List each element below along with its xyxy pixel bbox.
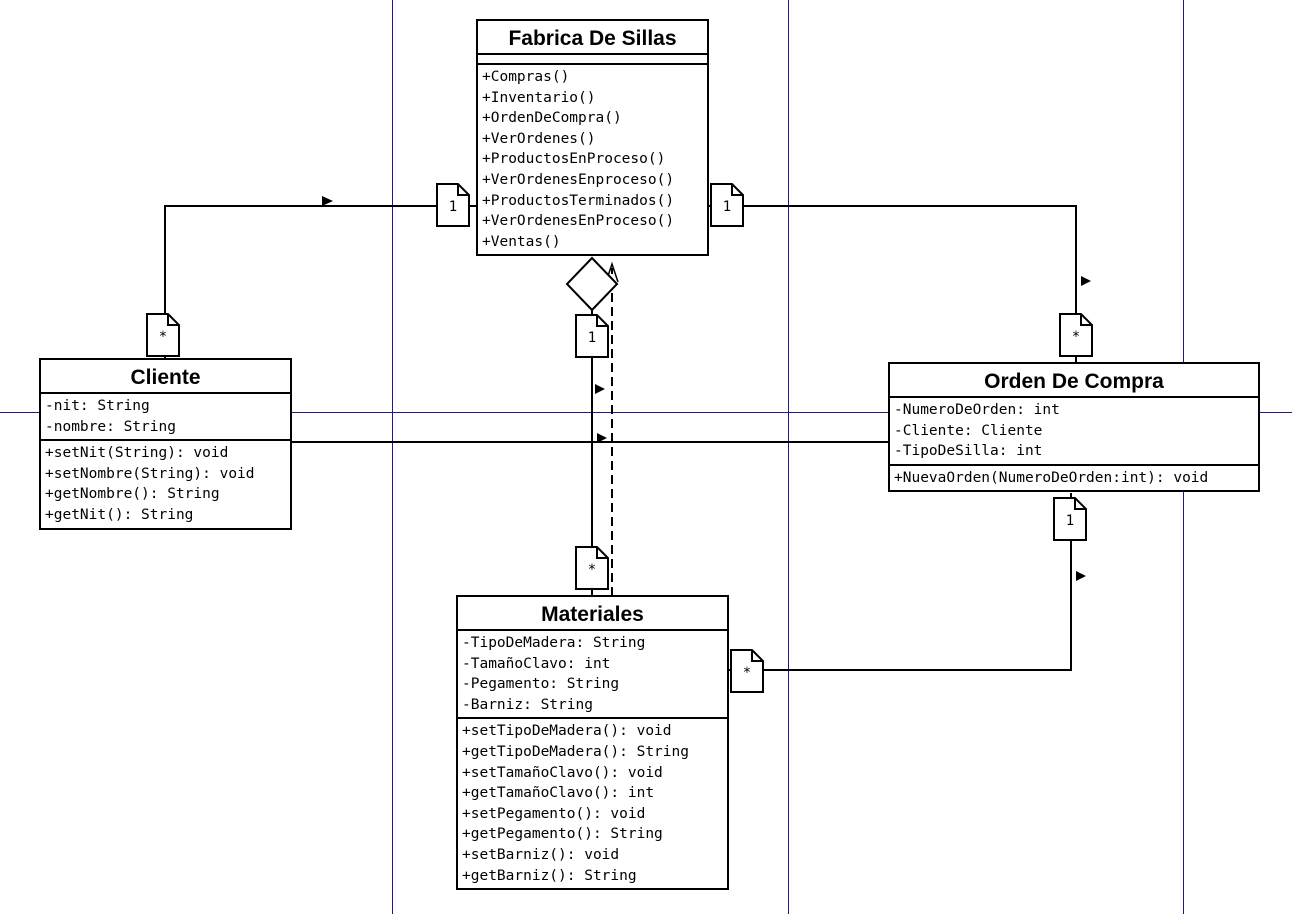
attribute: -nit: String xyxy=(45,398,150,414)
note-icon xyxy=(575,546,609,590)
methods-section: +Compras() +Inventario() +OrdenDeCompra(… xyxy=(478,65,707,254)
method: +NuevaOrden(NumeroDeOrden:int): void xyxy=(894,469,1209,486)
class-name: Materiales xyxy=(458,597,727,631)
class-cliente[interactable]: Cliente -nit: String -nombre: String +se… xyxy=(39,358,292,530)
multiplicity-label: 1 xyxy=(448,199,458,215)
page-guide-vertical-1 xyxy=(392,0,393,914)
class-fabrica-de-sillas[interactable]: Fabrica De Sillas +Compras() +Inventario… xyxy=(476,19,709,257)
page-guide-horizontal xyxy=(0,412,1292,413)
multiplicity-note-orden-fabrica[interactable]: * xyxy=(1059,313,1093,357)
method: +getTipoDeMadera(): String xyxy=(462,743,689,760)
multiplicity-label: * xyxy=(742,665,752,681)
class-name: Orden De Compra xyxy=(890,364,1258,398)
method: +setTamañoClavo(): void xyxy=(462,764,663,781)
methods-section: +setNit(String): void +setNombre(String)… xyxy=(41,441,290,527)
direction-arrow-cliente-orden xyxy=(597,433,607,443)
method: +setNit(String): void xyxy=(45,445,229,462)
attribute: -TamañoClavo: int xyxy=(462,655,611,672)
note-icon xyxy=(436,183,470,227)
method: +VerOrdenesEnproceso() xyxy=(482,171,675,188)
method: +setNombre(String): void xyxy=(45,465,255,482)
multiplicity-label: 1 xyxy=(587,330,597,346)
class-orden-de-compra[interactable]: Orden De Compra -NumeroDeOrden: int -Cli… xyxy=(888,362,1260,493)
direction-arrow-cliente-fabrica xyxy=(322,196,333,206)
method: +VerOrdenesEnProceso() xyxy=(482,213,675,230)
attribute: -Barniz: String xyxy=(462,696,593,713)
attribute: -TipoDeMadera: String xyxy=(462,635,646,651)
association-cliente-fabrica xyxy=(164,205,476,358)
attributes-section xyxy=(478,55,707,65)
direction-arrow-fabrica-orden xyxy=(1081,276,1091,286)
multiplicity-note-materiales-orden[interactable]: * xyxy=(730,649,764,693)
method: +setTipoDeMadera(): void xyxy=(462,723,672,740)
direction-arrow-orden-materiales xyxy=(1076,571,1086,581)
note-icon xyxy=(710,183,744,227)
method: +getBarniz(): String xyxy=(462,867,637,884)
method: +getPegamento(): String xyxy=(462,826,663,843)
page-guide-vertical-2 xyxy=(788,0,789,914)
multiplicity-label: * xyxy=(158,329,168,345)
multiplicity-note-cliente-fabrica[interactable]: * xyxy=(146,313,180,357)
class-name: Fabrica De Sillas xyxy=(478,21,707,55)
note-icon xyxy=(1059,313,1093,357)
class-name: Cliente xyxy=(41,360,290,394)
multiplicity-note-fabrica-materiales[interactable]: 1 xyxy=(575,314,609,358)
association-fabrica-orden xyxy=(709,205,1077,362)
attribute: -TipoDeSilla: int xyxy=(894,443,1043,460)
multiplicity-label: 1 xyxy=(722,199,732,215)
method: +Compras() xyxy=(482,69,570,85)
methods-section: +setTipoDeMadera(): void +getTipoDeMader… xyxy=(458,719,727,888)
attribute: -nombre: String xyxy=(45,418,176,435)
class-materiales[interactable]: Materiales -TipoDeMadera: String -Tamaño… xyxy=(456,595,729,891)
multiplicity-label: 1 xyxy=(1065,513,1075,529)
attributes-section: -nit: String -nombre: String xyxy=(41,394,290,442)
method: +setPegamento(): void xyxy=(462,805,646,822)
multiplicity-label: * xyxy=(587,562,597,578)
multiplicity-note-materiales-fabrica[interactable]: * xyxy=(575,546,609,590)
note-icon xyxy=(146,313,180,357)
method: +ProductosEnProceso() xyxy=(482,151,666,168)
method: +setBarniz(): void xyxy=(462,846,620,863)
aggregation-diamond xyxy=(565,256,619,312)
method: +VerOrdenes() xyxy=(482,130,596,147)
method: +ProductosTerminados() xyxy=(482,192,675,209)
attributes-section: -NumeroDeOrden: int -Cliente: Cliente -T… xyxy=(890,398,1258,466)
direction-arrow-fabrica-materiales xyxy=(595,384,605,394)
association-orden-materiales xyxy=(728,493,1072,671)
method: +Ventas() xyxy=(482,233,561,250)
note-icon xyxy=(1053,497,1087,541)
method: +getNit(): String xyxy=(45,506,194,523)
attribute: -Cliente: Cliente xyxy=(894,422,1043,439)
method: +getNombre(): String xyxy=(45,486,220,503)
multiplicity-label: * xyxy=(1071,329,1081,345)
multiplicity-note-orden-materiales[interactable]: 1 xyxy=(1053,497,1087,541)
methods-section: +NuevaOrden(NumeroDeOrden:int): void xyxy=(890,466,1258,491)
attribute: -NumeroDeOrden: int xyxy=(894,402,1060,418)
attributes-section: -TipoDeMadera: String -TamañoClavo: int … xyxy=(458,631,727,720)
multiplicity-note-fabrica-cliente[interactable]: 1 xyxy=(436,183,470,227)
method: +getTamañoClavo(): int xyxy=(462,785,655,802)
attribute: -Pegamento: String xyxy=(462,676,620,693)
note-icon xyxy=(730,649,764,693)
multiplicity-note-fabrica-orden[interactable]: 1 xyxy=(710,183,744,227)
note-icon xyxy=(575,314,609,358)
method: +OrdenDeCompra() xyxy=(482,110,622,127)
method: +Inventario() xyxy=(482,89,596,106)
